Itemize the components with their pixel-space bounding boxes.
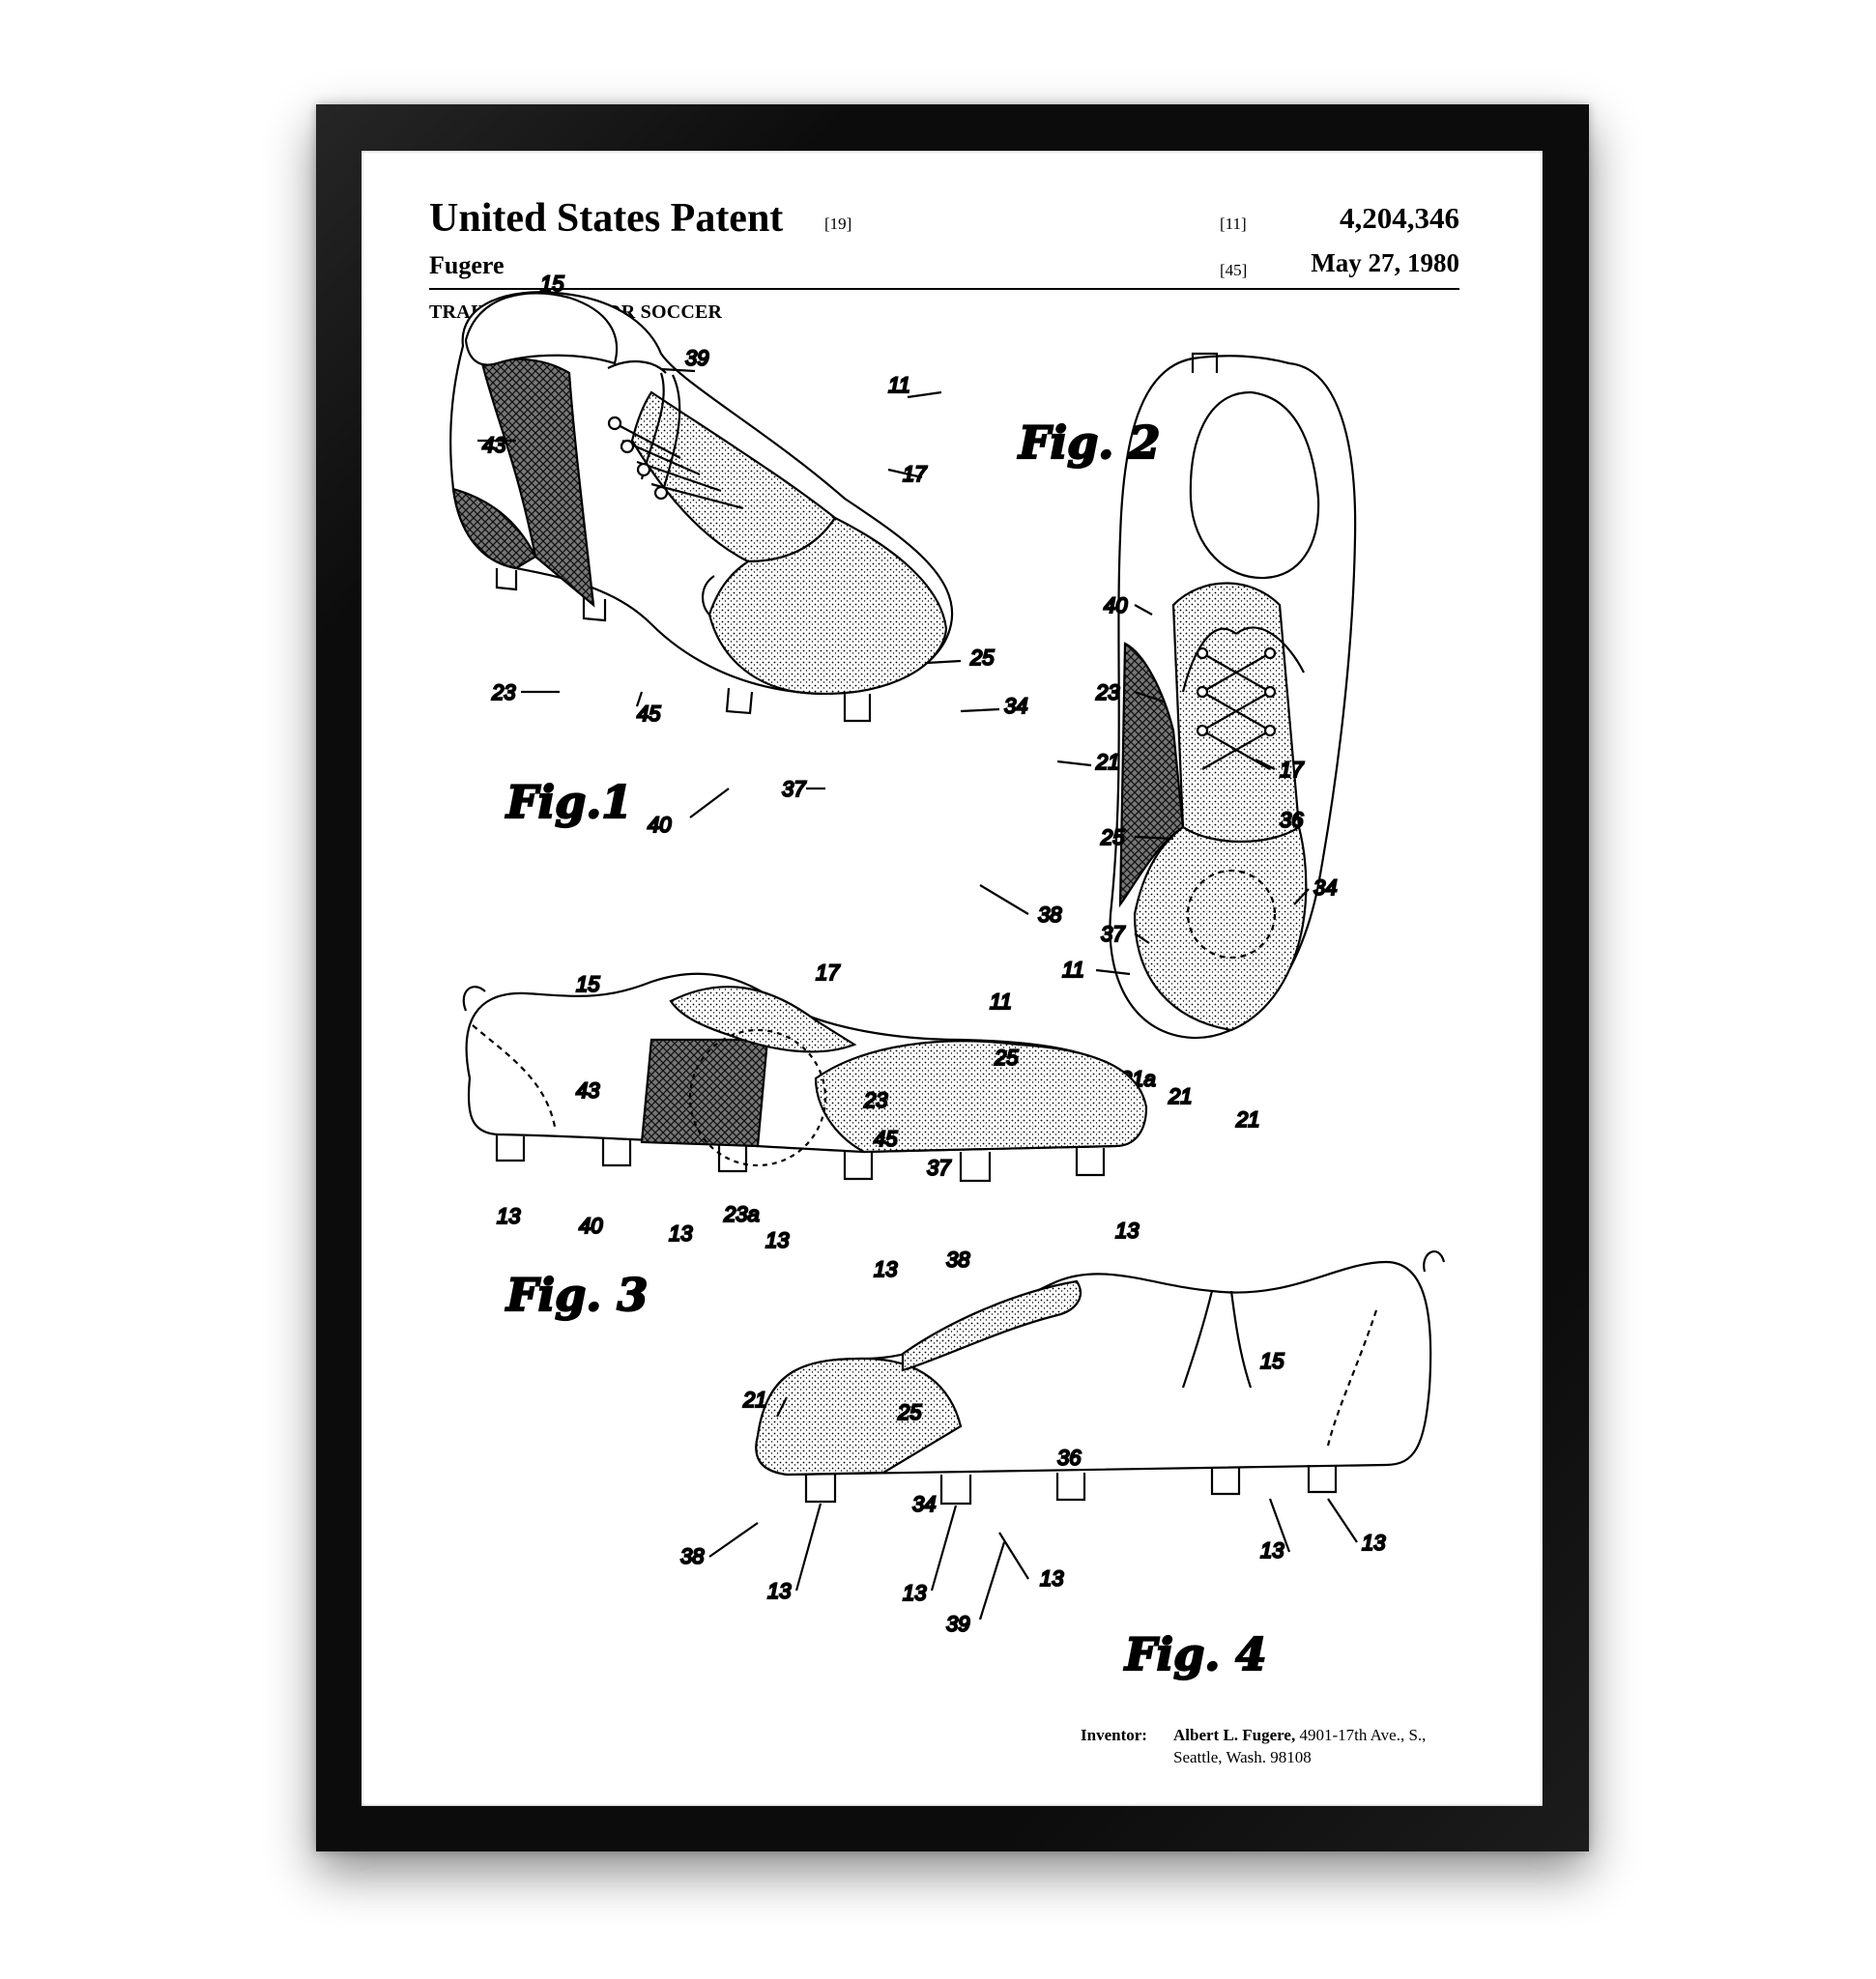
- fig2-label: Fig. 2: [1017, 416, 1160, 469]
- fig4-callout-39: 39: [946, 1612, 969, 1636]
- inventor-name: Albert L. Fugere,: [1173, 1726, 1295, 1744]
- fig3-callout-37: 37: [927, 1156, 951, 1180]
- patent-print: United States Patent [19] [11] 4,204,346…: [361, 151, 1543, 1806]
- fig3-callout-23: 23: [863, 1088, 888, 1112]
- fig2-callout-25: 25: [1100, 825, 1125, 849]
- fig1-label: Fig.1: [505, 776, 632, 828]
- fig4-callout-15: 15: [1260, 1349, 1284, 1373]
- fig3-callout-38: 38: [946, 1248, 970, 1272]
- fig1-callout-34: 34: [1004, 694, 1027, 718]
- fig2-callout-34: 34: [1313, 875, 1337, 900]
- fig2-callout-37: 37: [1101, 922, 1125, 946]
- fig3-callout-23a: 23a: [723, 1202, 760, 1226]
- figure-3: 15 17 11 25 21 43 23 45 37 13 40 13 23a …: [464, 961, 1193, 1321]
- fig1-callout-23: 23: [491, 680, 516, 704]
- fig1-callout-39: 39: [685, 346, 708, 370]
- fig1-callout-25: 25: [969, 645, 995, 670]
- fig1-callout-11: 11: [888, 373, 910, 397]
- fig4-callout-13e: 13: [1362, 1531, 1386, 1555]
- fig4-callout-13b: 13: [903, 1581, 927, 1605]
- fig1-callout-43: 43: [482, 433, 506, 457]
- fig3-callout-17: 17: [816, 961, 840, 985]
- fig3-callout-13d: 13: [874, 1257, 898, 1281]
- fig2-callout-11: 11: [1062, 958, 1084, 982]
- fig2-callout-23: 23: [1095, 680, 1120, 704]
- fig4-callout-21: 21: [742, 1388, 766, 1412]
- patent-drawings: 15 39 11 43 17 25 34 23 45 21 37 40 38 F…: [361, 151, 1543, 1806]
- fig4-label: Fig. 4: [1123, 1628, 1266, 1680]
- figure-2: Fig. 2 40 23 17 36 25 34 37 11 21a 21: [1017, 354, 1355, 1132]
- fig3-callout-13b: 13: [669, 1221, 693, 1246]
- fig3-callout-43: 43: [576, 1078, 600, 1103]
- fig1-callout-15: 15: [540, 272, 564, 296]
- fig3-callout-13e: 13: [1115, 1219, 1140, 1243]
- fig2-callout-36: 36: [1280, 808, 1304, 832]
- figure-4: 15 25 36 21 34 38 13 13 13 39 13 13 Fig.…: [680, 1251, 1444, 1680]
- fig3-label: Fig. 3: [505, 1269, 648, 1321]
- fig1-callout-38: 38: [1038, 903, 1062, 927]
- fig4-callout-36: 36: [1057, 1446, 1082, 1470]
- figure-1: 15 39 11 43 17 25 34 23 45 21 37 40 38 F…: [450, 272, 1119, 927]
- fig3-callout-13a: 13: [497, 1204, 521, 1228]
- fig3-callout-15: 15: [576, 972, 600, 996]
- fig4-callout-13c: 13: [1040, 1566, 1064, 1591]
- fig1-callout-37: 37: [782, 777, 806, 801]
- fig3-callout-45: 45: [874, 1127, 898, 1151]
- fig4-callout-13d: 13: [1260, 1538, 1284, 1563]
- fig3-callout-13c: 13: [765, 1228, 790, 1252]
- fig1-callout-45: 45: [637, 702, 661, 726]
- fig2-callout-17: 17: [1280, 758, 1304, 782]
- fig4-callout-34: 34: [912, 1492, 936, 1516]
- inventor-label: Inventor:: [1081, 1726, 1147, 1745]
- inventor-address-2: Seattle, Wash. 98108: [1173, 1748, 1312, 1767]
- fig3-callout-40: 40: [579, 1214, 603, 1238]
- fig3-callout-21: 21: [1168, 1084, 1192, 1108]
- fig1-callout-21: 21: [1095, 750, 1119, 774]
- fig2-callout-40: 40: [1104, 593, 1128, 617]
- inventor-line-1: Albert L. Fugere, 4901-17th Ave., S.,: [1173, 1726, 1426, 1745]
- fig3-callout-11: 11: [990, 990, 1012, 1014]
- fig4-callout-13a: 13: [767, 1579, 792, 1603]
- fig3-callout-25: 25: [994, 1046, 1019, 1070]
- fig4-callout-38: 38: [680, 1544, 705, 1568]
- fig4-callout-25: 25: [897, 1400, 922, 1424]
- fig1-callout-40: 40: [648, 813, 672, 837]
- inventor-address-1: 4901-17th Ave., S.,: [1299, 1726, 1426, 1744]
- fig2-callout-21: 21: [1235, 1107, 1259, 1132]
